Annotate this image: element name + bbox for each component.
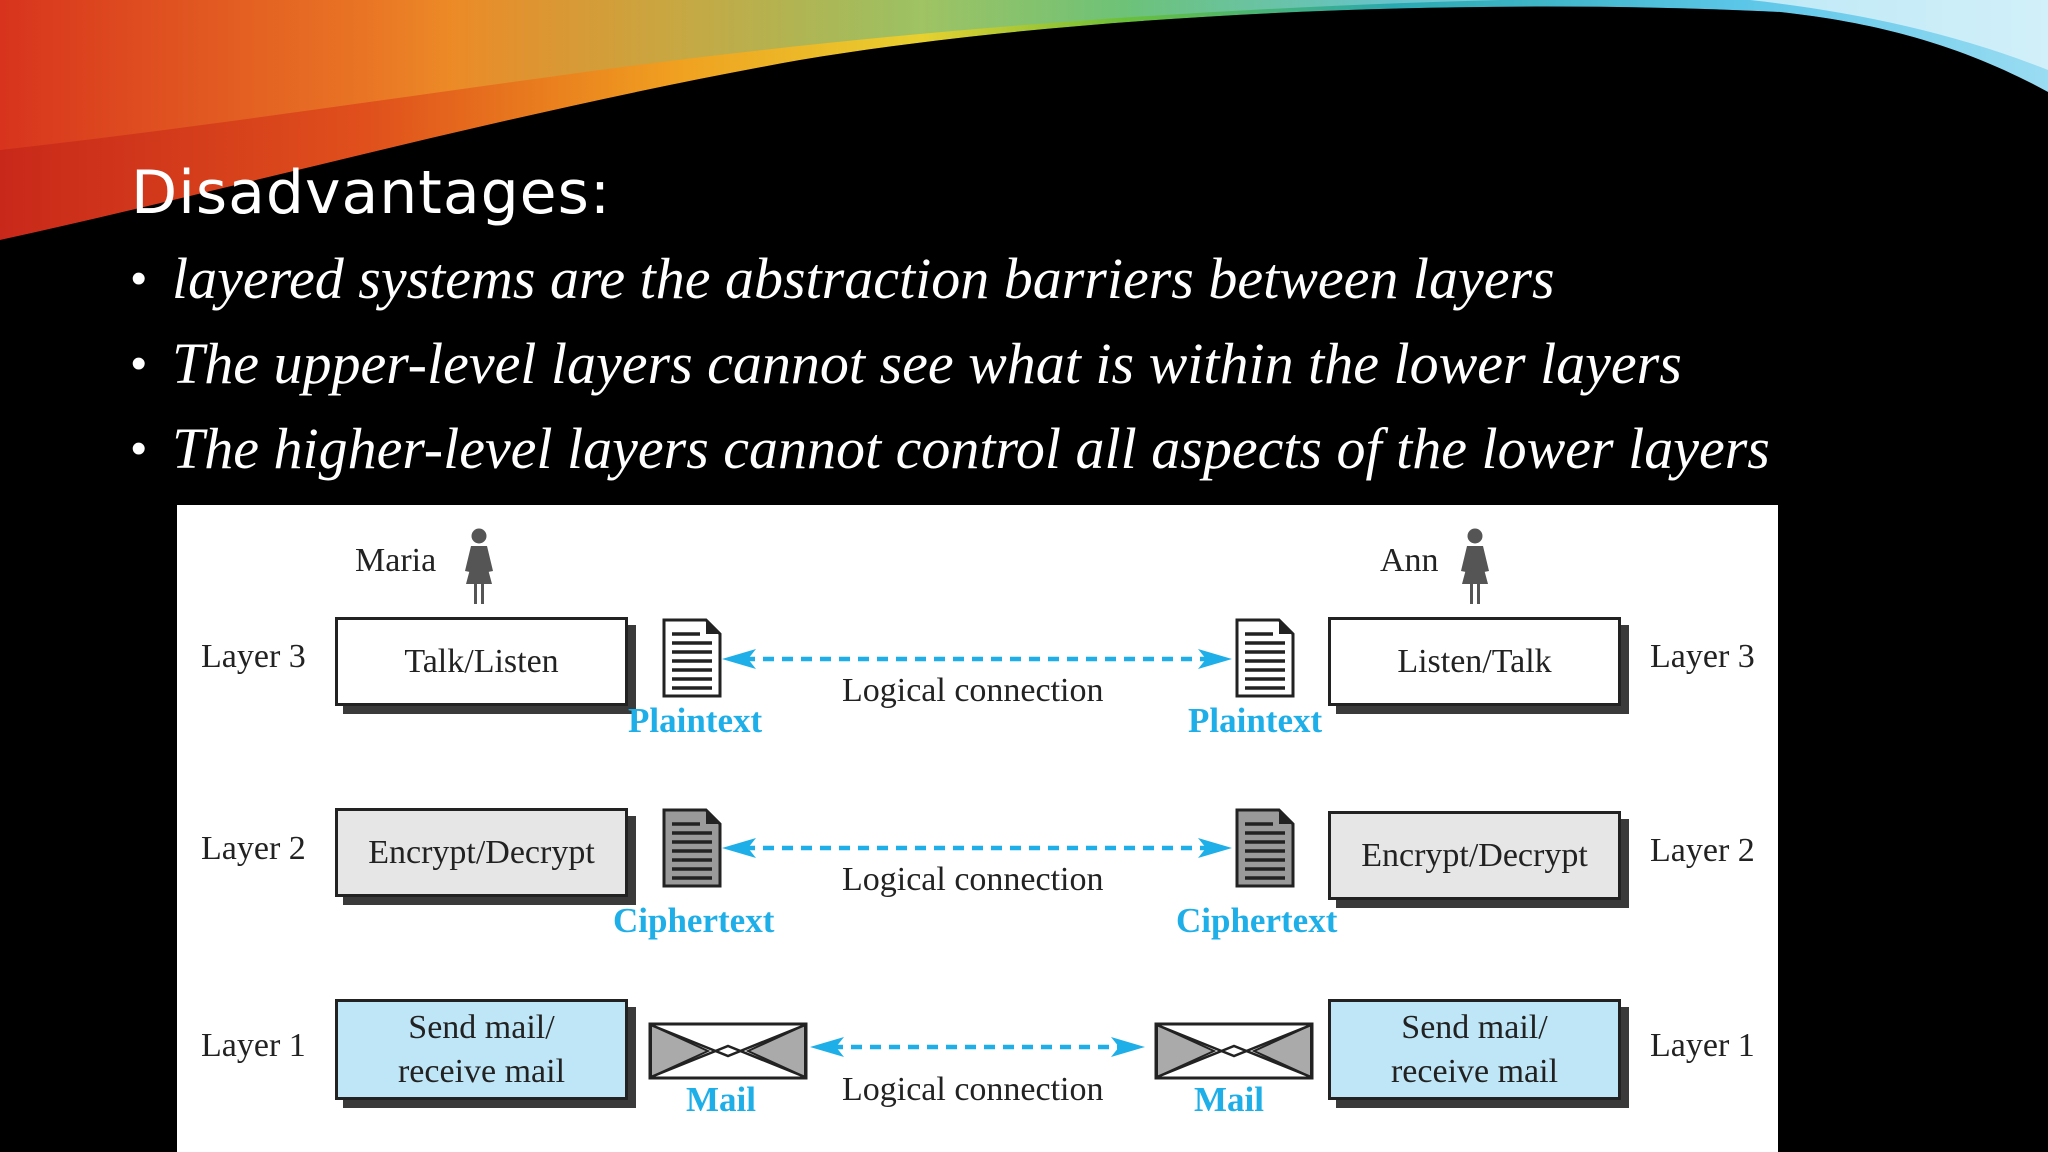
person-name-right: Ann [1380,542,1439,579]
ciphertext-document-icon [662,808,722,888]
layer2-right-box: Encrypt/Decrypt [1328,811,1621,900]
layer-label-right-2: Layer 2 [1650,832,1755,869]
logical-connection-label: Logical connection [842,1071,1104,1108]
mail-envelope-icon [648,1022,808,1080]
person-name-left: Maria [355,542,437,579]
person-icon [465,528,493,604]
bullet-item: • layered systems are the abstraction bar… [131,244,1770,329]
layer-label-right-3: Layer 3 [1650,638,1755,675]
box-text-line1: Send mail/ [1401,1008,1548,1046]
bullet-dot-icon: • [131,254,147,303]
layer-label-left-1: Layer 1 [201,1027,306,1064]
box-text-line2: receive mail [397,1052,566,1090]
layer3-left-box: Talk/Listen [335,617,628,706]
bullet-text: The higher-level layers cannot control a… [172,416,1770,481]
mail-label-right: Mail [1194,1080,1264,1119]
mail-label-left: Mail [686,1080,756,1119]
bullet-dot-icon: • [131,339,147,388]
bullet-text: layered systems are the abstraction barr… [172,246,1555,311]
person-icon [1461,528,1489,604]
mail-envelope-icon [1154,1022,1314,1080]
layer-label-left-2: Layer 2 [201,830,306,867]
plaintext-document-icon [1235,618,1295,698]
layer2-left-box: Encrypt/Decrypt [335,808,628,897]
bullet-dot-icon: • [131,424,147,473]
bullet-text: The upper-level layers cannot see what i… [172,331,1682,396]
layer1-right-box: Send mail/ receive mail [1328,999,1621,1100]
bullet-item: • The higher-level layers cannot control … [131,414,1770,499]
bullet-list: • layered systems are the abstraction bar… [131,244,1770,499]
box-text: Talk/Listen [404,642,559,680]
plaintext-label-right: Plaintext [1188,701,1323,740]
ciphertext-label-right: Ciphertext [1176,901,1338,940]
layer3-right-box: Listen/Talk [1328,617,1621,706]
double-arrow-dashed-icon [722,649,1232,669]
box-text: Encrypt/Decrypt [368,833,595,871]
layer-label-left-3: Layer 3 [201,638,306,675]
ciphertext-label-left: Ciphertext [613,901,775,940]
layer1-left-box: Send mail/ receive mail [335,999,628,1100]
box-text: Encrypt/Decrypt [1361,836,1588,874]
plaintext-label-left: Plaintext [628,701,763,740]
box-text-line1: Send mail/ [408,1008,555,1046]
plaintext-document-icon [662,618,722,698]
layered-communication-figure: Maria Ann Layer 3 Talk/Listen Plaintext … [177,505,1778,1152]
box-text-line2: receive mail [1390,1052,1559,1090]
ciphertext-document-icon [1235,808,1295,888]
double-arrow-dashed-icon [722,838,1232,858]
bullet-item: • The upper-level layers cannot see what … [131,329,1770,414]
layer-label-right-1: Layer 1 [1650,1027,1755,1064]
logical-connection-label: Logical connection [842,861,1104,898]
logical-connection-label: Logical connection [842,672,1104,709]
double-arrow-dashed-icon [810,1037,1145,1057]
slide-title: Disadvantages: [131,158,612,228]
box-text: Listen/Talk [1397,642,1552,680]
rainbow-swoosh-decoration [0,0,2048,256]
